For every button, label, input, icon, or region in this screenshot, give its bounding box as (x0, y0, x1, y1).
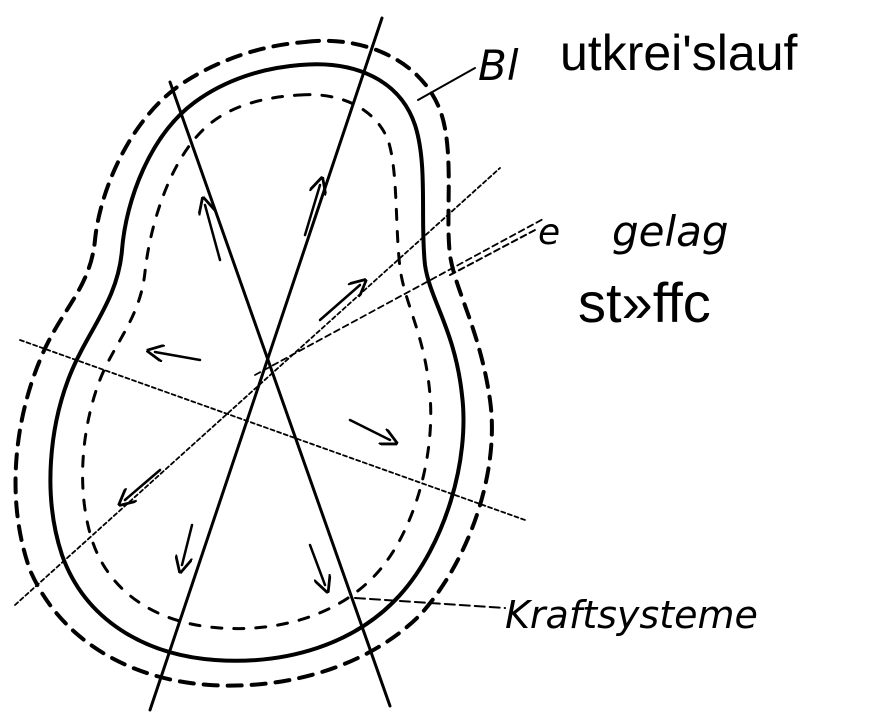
lymph-hand-prefix: e (538, 212, 560, 253)
force-systems-label: Kraftsysteme (505, 593, 758, 637)
lymph-hand-label: gelag (612, 207, 729, 256)
main-contour (50, 64, 463, 660)
blood-circulation-hand-label: Bl (478, 41, 519, 90)
blood-circulation-typed-label: utkrei'slauf (560, 25, 798, 81)
leader-lines (355, 68, 535, 608)
inner-dashed-contour (83, 95, 431, 629)
lymph-typed-label: st»ffc (578, 271, 711, 334)
